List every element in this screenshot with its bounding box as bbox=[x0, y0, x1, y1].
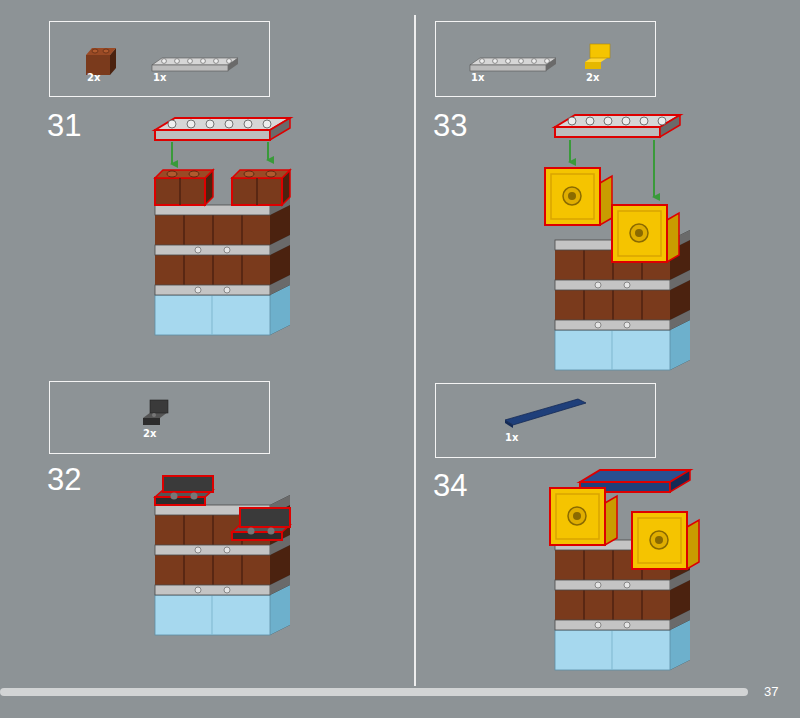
part-quantity: 1x bbox=[471, 72, 484, 83]
step-number: 33 bbox=[433, 108, 467, 144]
text-slot: 1x bbox=[505, 432, 518, 443]
page-number: 37 bbox=[764, 684, 778, 699]
text-slot: 1x bbox=[153, 72, 166, 83]
step-number: 34 bbox=[433, 468, 467, 504]
text-slot: 31 bbox=[47, 108, 81, 144]
parts-callout-box: 2x 1x bbox=[49, 21, 270, 97]
text-slot: 37 bbox=[764, 684, 778, 699]
part-quantity: 1x bbox=[505, 432, 518, 443]
text-slot: 1x bbox=[471, 72, 484, 83]
text-slot: 33 bbox=[433, 108, 467, 144]
text-slot: 2x bbox=[143, 428, 156, 439]
step-number: 31 bbox=[47, 108, 81, 144]
text-slot: 2x bbox=[87, 72, 100, 83]
text-slot: 34 bbox=[433, 468, 467, 504]
parts-callout-box: 2x bbox=[49, 381, 270, 454]
part-quantity: 2x bbox=[586, 72, 599, 83]
parts-callout-box: 1x bbox=[435, 383, 656, 458]
text-slot: 32 bbox=[47, 462, 81, 498]
text-slot: 2x bbox=[586, 72, 599, 83]
parts-callout-box: 1x 2x bbox=[435, 21, 656, 97]
part-quantity: 2x bbox=[87, 72, 100, 83]
part-quantity: 2x bbox=[143, 428, 156, 439]
step-number: 32 bbox=[47, 462, 81, 498]
part-quantity: 1x bbox=[153, 72, 166, 83]
